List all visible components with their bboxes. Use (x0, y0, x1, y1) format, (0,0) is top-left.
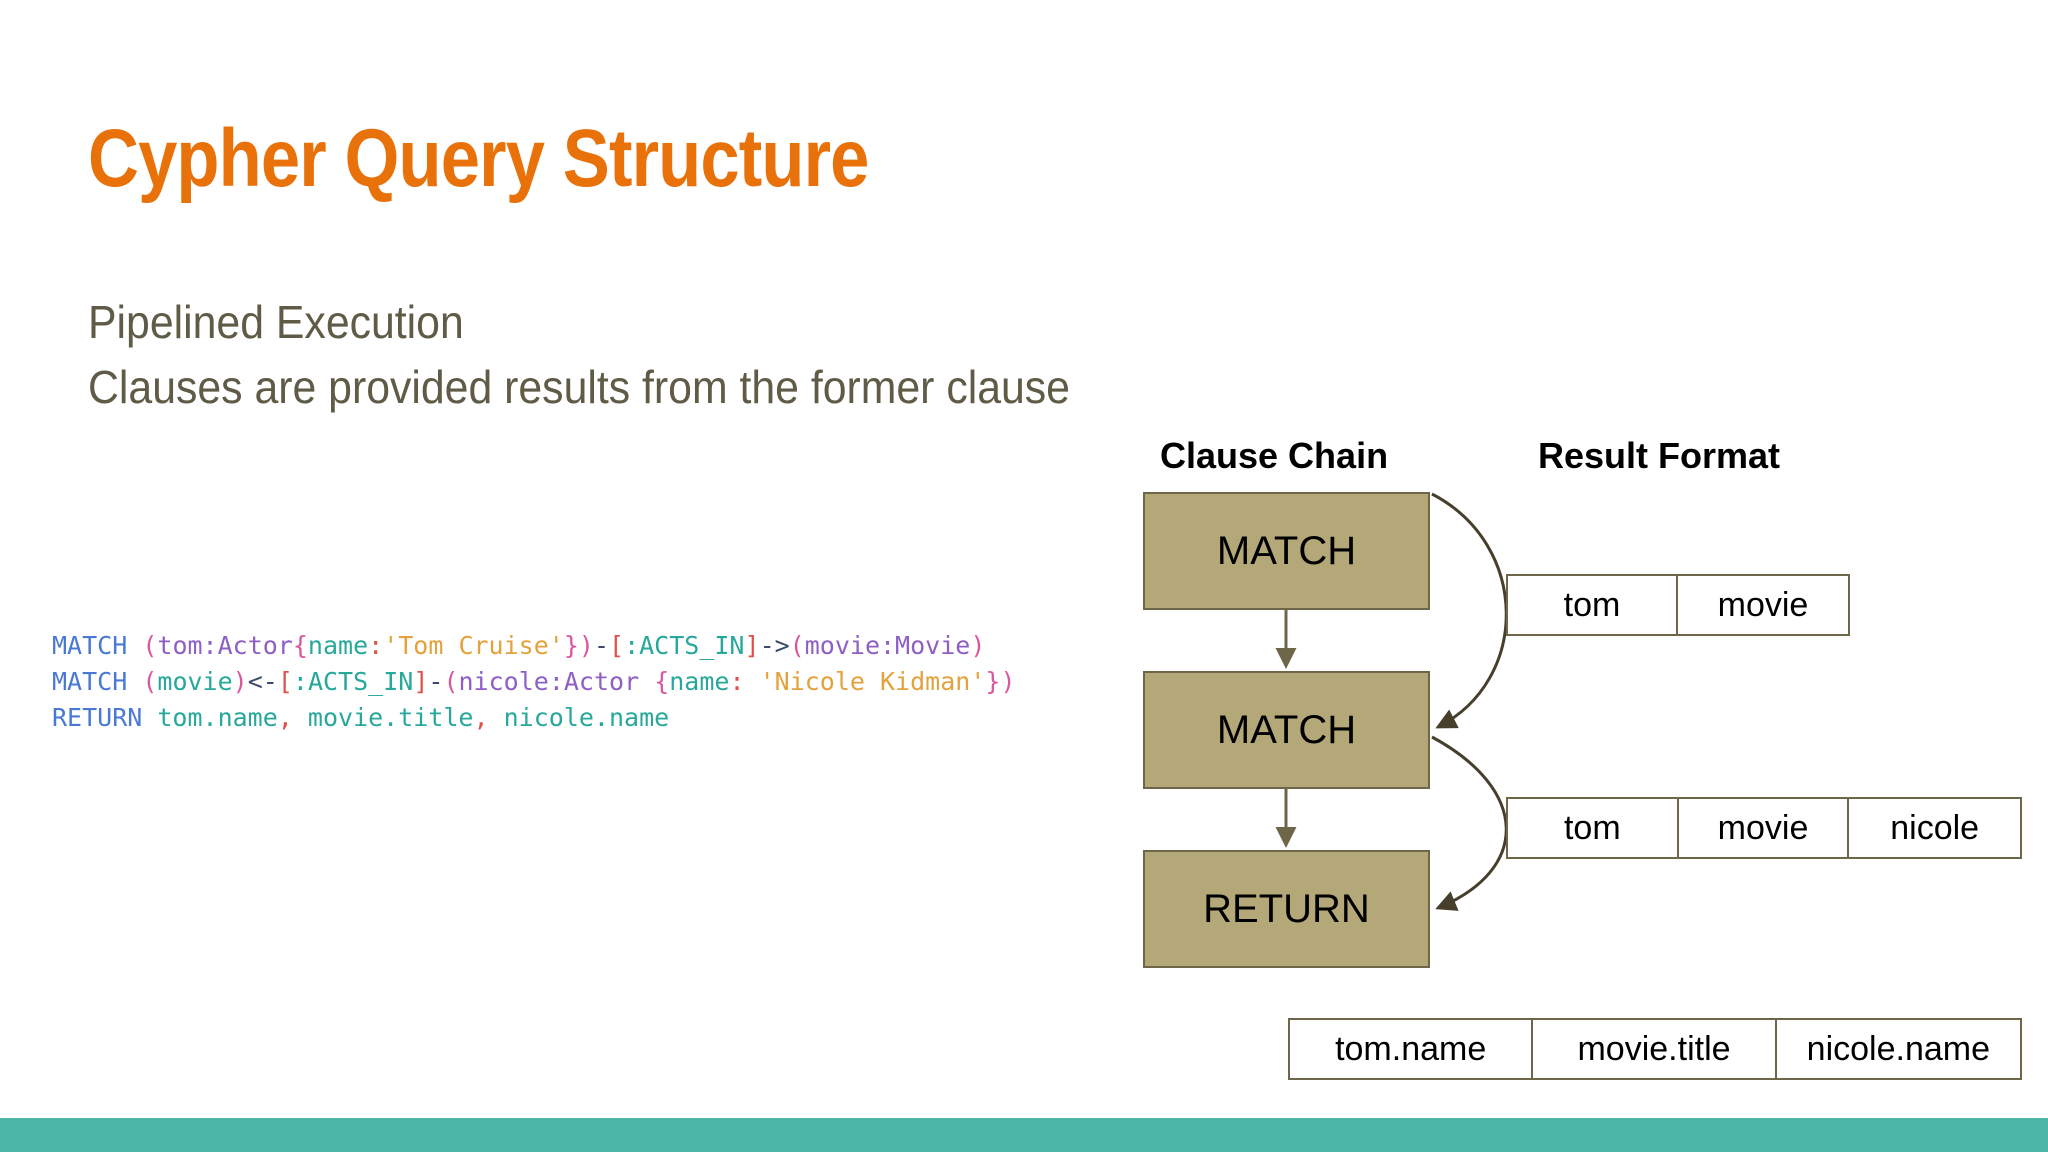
result-table-3: tom.name movie.title nicole.name (1288, 1018, 2022, 1080)
clause-box-return[interactable]: RETURN (1143, 850, 1430, 968)
result-format-header: Result Format (1538, 435, 1781, 476)
body-line-1: Clauses are provided results from the fo… (88, 361, 1070, 414)
result-cell: tom (1508, 576, 1678, 634)
curve-match1-to-match2 (1431, 492, 1508, 729)
footer-accent-bar (0, 1118, 2048, 1152)
curve-match2-to-return (1431, 735, 1508, 911)
clause-box-match-1[interactable]: MATCH (1143, 492, 1430, 610)
result-cell: movie (1678, 576, 1848, 634)
result-table-1: tom movie (1506, 574, 1850, 636)
result-cell: tom.name (1290, 1020, 1534, 1078)
page-title: Cypher Query Structure (88, 113, 869, 204)
result-table-2: tom movie nicole (1506, 797, 2022, 859)
body-text-block: Pipelined Execution Clauses are provided… (88, 290, 1188, 421)
clause-box-match-2[interactable]: MATCH (1143, 671, 1430, 789)
code-line-2: RETURN tom.name, movie.title, nicole.nam… (52, 703, 670, 732)
clause-chain-header: Clause Chain (1160, 435, 1389, 476)
result-cell: movie (1678, 799, 1850, 857)
code-line-1: MATCH (movie)<-[:ACTS_IN]-(nicole:Actor … (52, 667, 1016, 696)
body-line-0: Pipelined Execution (88, 296, 464, 348)
result-cell: nicole (1849, 799, 2020, 857)
code-line-0: MATCH (tom:Actor{name:'Tom Cruise'})-[:A… (52, 631, 986, 660)
result-cell: movie.title (1533, 1020, 1777, 1078)
result-cell: tom (1508, 799, 1679, 857)
result-cell: nicole.name (1776, 1020, 2021, 1078)
cypher-code-block: MATCH (tom:Actor{name:'Tom Cruise'})-[:A… (52, 628, 1016, 736)
